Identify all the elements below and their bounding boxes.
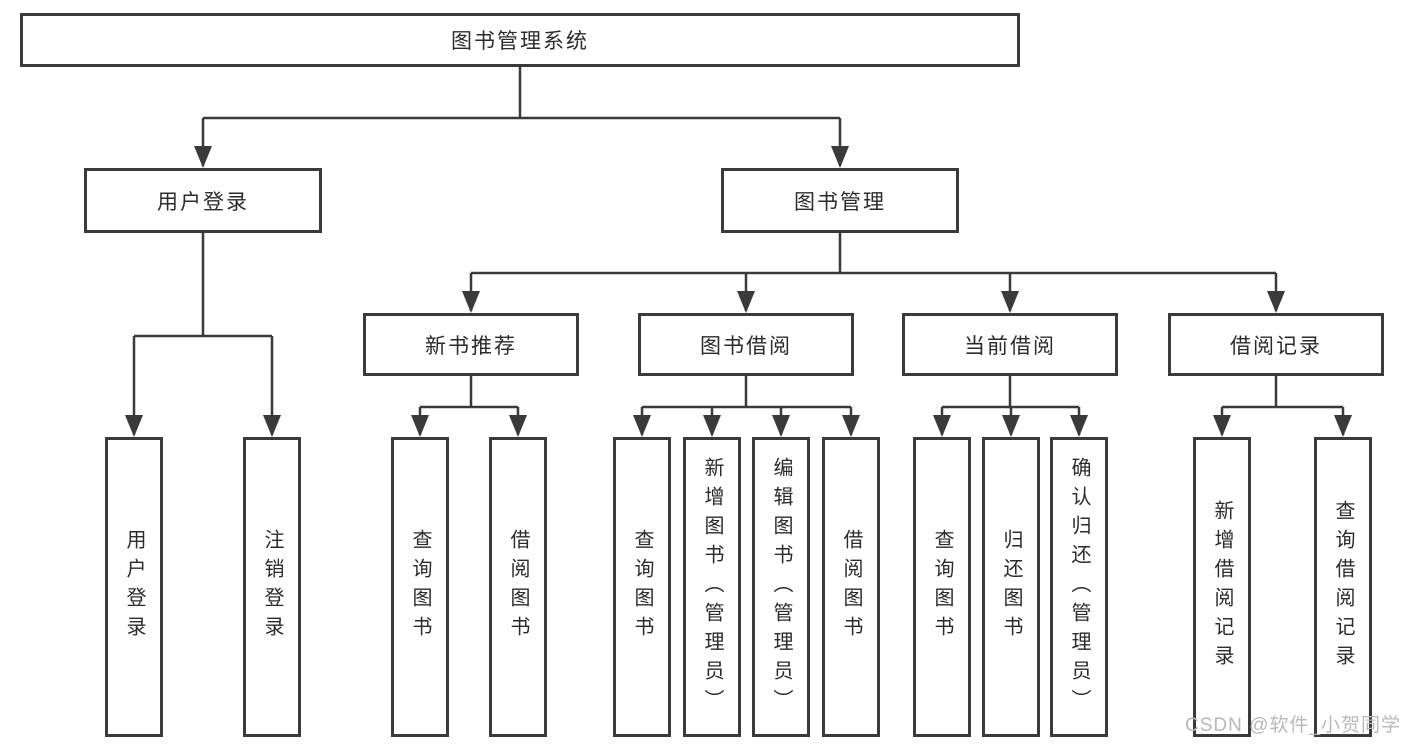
node-add-borrow-record: 新增借阅记录 xyxy=(1193,437,1251,737)
node-add-books-admin: 新增图书（管理员） xyxy=(683,437,741,737)
node-root-library-system: 图书管理系统 xyxy=(20,13,1020,67)
node-borrow-books-borrowing: 借阅图书 xyxy=(822,437,880,737)
node-book-borrowing: 图书借阅 xyxy=(638,313,854,376)
node-return-books: 归还图书 xyxy=(982,437,1040,737)
node-query-books-borrowing: 查询图书 xyxy=(613,437,671,737)
node-borrowing-records: 借阅记录 xyxy=(1168,313,1384,376)
node-current-borrowing: 当前借阅 xyxy=(902,313,1118,376)
node-user-login-branch: 用户登录 xyxy=(84,168,322,233)
node-borrow-books-recommend: 借阅图书 xyxy=(489,437,547,737)
csdn-watermark: CSDN @软件_小贺同学 xyxy=(1185,715,1401,736)
node-edit-books-admin: 编辑图书（管理员） xyxy=(752,437,810,737)
node-logout-leaf: 注销登录 xyxy=(243,437,301,737)
node-query-borrow-record: 查询借阅记录 xyxy=(1314,437,1372,737)
node-query-books-current: 查询图书 xyxy=(913,437,971,737)
node-user-login-leaf: 用户登录 xyxy=(105,437,163,737)
node-query-books-recommend: 查询图书 xyxy=(391,437,449,737)
node-new-book-recommend: 新书推荐 xyxy=(363,313,579,376)
node-confirm-return-admin: 确认归还（管理员） xyxy=(1050,437,1108,737)
node-book-management-branch: 图书管理 xyxy=(721,168,959,233)
